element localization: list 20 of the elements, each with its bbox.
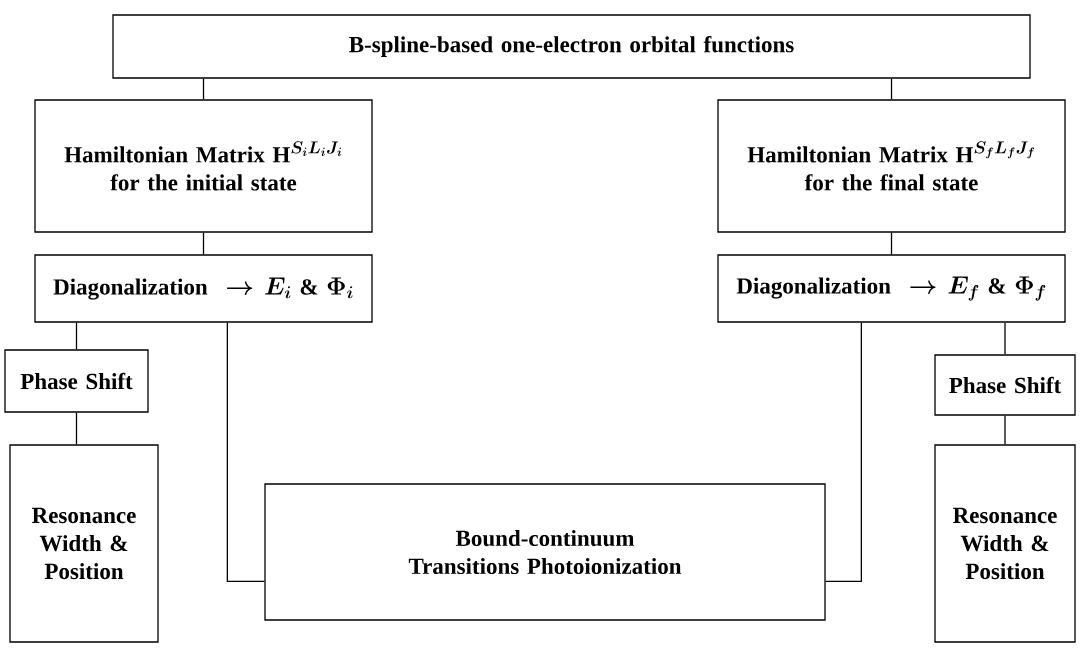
process-box: Phase Shift <box>4 349 149 413</box>
connector-line <box>890 78 893 100</box>
connector-line <box>1004 322 1006 355</box>
result-box: Resonance Width & Position <box>934 444 1076 643</box>
connector-line <box>202 78 205 100</box>
connector-line <box>75 412 78 445</box>
process-box: Phase Shift <box>934 354 1076 416</box>
connector-line <box>226 322 265 582</box>
process-box: B-spline-based one-electron orbital functions <box>112 14 1031 79</box>
matrix-box: $\text{Hamiltonian Matrix }\mathrm{H}^{S_fL_fJ_f}$ for the final state <box>717 99 1066 233</box>
connector-line <box>890 232 893 255</box>
connector-line <box>1004 415 1006 445</box>
connector-line <box>825 322 862 582</box>
matrix-box: $\text{Hamiltonian Matrix }\mathrm{H}^{S_iL_iJ_i}$ for the initial state <box>34 99 373 233</box>
connector-line <box>75 322 78 350</box>
result-box: Resonance Width & Position <box>9 444 159 643</box>
diagonalization-box: $\text{Diagonalization }\rightarrow E_i\ \text{\&}\ \Phi_i$ <box>34 254 373 323</box>
diagonalization-box: $\text{Diagonalization }\rightarrow E_f\ \text{\&}\ \Phi_f$ <box>717 254 1066 323</box>
connector-line <box>202 232 205 255</box>
process-box: Bound-continuum Transitions Photoionization <box>264 483 826 621</box>
